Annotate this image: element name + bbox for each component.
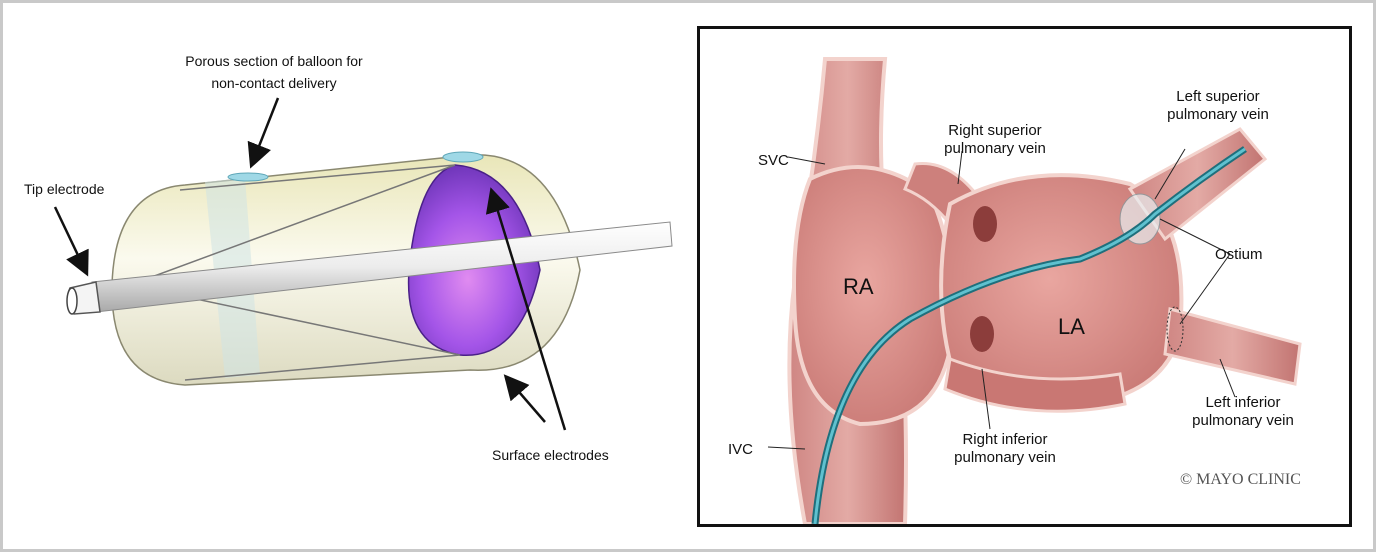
- lspv-label-line2: pulmonary vein: [1167, 106, 1269, 123]
- ivc-label: IVC: [728, 441, 753, 458]
- ra-label: RA: [843, 274, 874, 299]
- lipv-label-line1: Left inferior: [1205, 394, 1280, 411]
- porous-label-line2: non-contact delivery: [211, 75, 336, 91]
- balloon-catheter-illustration: Porous section of balloon for non-contac…: [0, 0, 690, 552]
- left-atrium-illustration: SVC IVC RA LA Right superior pulmonary v…: [700, 29, 1349, 524]
- la-label: LA: [1058, 314, 1085, 339]
- lipv-label-line2: pulmonary vein: [1192, 412, 1294, 429]
- svc-label: SVC: [758, 152, 789, 169]
- vein-ostium-icon: [970, 316, 994, 352]
- anatomy-panel: SVC IVC RA LA Right superior pulmonary v…: [697, 26, 1352, 527]
- ripv-label-line1: Right inferior: [962, 431, 1047, 448]
- porous-patch-icon: [228, 173, 268, 181]
- vein-ostium-icon: [973, 206, 997, 242]
- ripv-label-line2: pulmonary vein: [954, 449, 1056, 466]
- rspv-label-line2: pulmonary vein: [944, 140, 1046, 157]
- rspv-label-line1: Right superior: [948, 122, 1041, 139]
- lspv-label-line1: Left superior: [1176, 88, 1259, 105]
- ostium-label: Ostium: [1215, 246, 1263, 263]
- tip-electrode-label: Tip electrode: [24, 181, 105, 197]
- copyright-credit: © MAYO CLINIC: [1180, 471, 1301, 488]
- surface-electrodes-label: Surface electrodes: [492, 447, 609, 463]
- porous-patch-icon: [443, 152, 483, 162]
- left-inferior-pv: [1165, 309, 1300, 384]
- porous-label-line1: Porous section of balloon for: [185, 53, 363, 69]
